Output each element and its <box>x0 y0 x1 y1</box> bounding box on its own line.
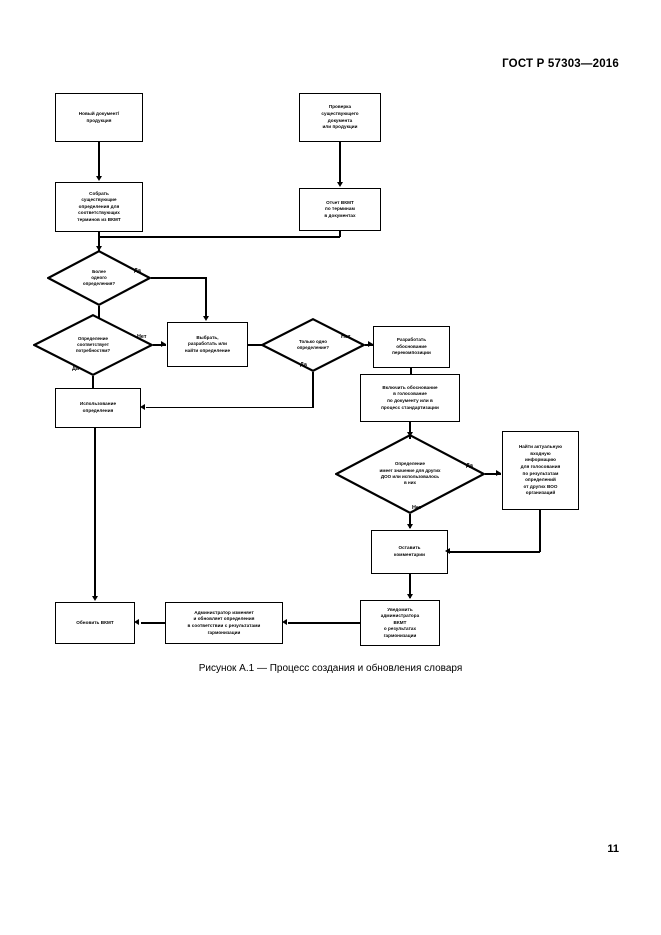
arrow-head <box>161 341 166 347</box>
arrow-head <box>406 432 413 437</box>
arrow-head <box>445 548 450 554</box>
edge-onlyone-yes-left <box>146 406 313 409</box>
decision-diamond-icon <box>335 434 485 514</box>
node-label: Новый документ/продукция <box>78 110 120 123</box>
edge-collect-to-decision <box>98 232 100 251</box>
edge-label-only-one-yes: Да <box>300 362 307 368</box>
node-update-vkmt: Обновить ВКМТ <box>55 602 135 644</box>
edge-include-to-relevant <box>409 422 411 439</box>
edge-label-more-than-one-yes: Да <box>134 268 141 274</box>
edge-suitable-no-right <box>153 344 166 346</box>
arrow-head <box>336 182 343 187</box>
edge-develop-to-include <box>410 368 412 375</box>
arrow-head <box>91 596 98 601</box>
edge-label-only-one-no: Нет <box>341 334 351 340</box>
standard-header: ГОСТ Р 57303—2016 <box>502 58 619 70</box>
decision-diamond-icon <box>47 250 151 306</box>
arrow-head <box>95 246 102 251</box>
edge-label-def-suitable-no: Нет <box>137 334 147 340</box>
node-label: Обновить ВКМТ <box>76 619 114 625</box>
edge-adminupdates-to-updatevkmt <box>141 622 166 624</box>
edge-suitable-yes-down <box>92 376 94 388</box>
edge-label-relevant-yes: Да <box>466 463 473 469</box>
edge-onlyone-yes-down <box>312 372 314 408</box>
edge-label-def-suitable-yes: Да <box>72 366 79 372</box>
edge-report-down-stub <box>339 231 341 237</box>
edge-more-yes-right <box>151 277 207 279</box>
arrow-head <box>368 341 373 347</box>
edge-new-doc-to-collect <box>98 142 100 177</box>
edge-check-to-report <box>339 142 341 183</box>
edge-findinput-left <box>450 551 540 553</box>
arrow-head <box>282 619 287 625</box>
decision-diamond-icon <box>261 318 365 372</box>
edge-use-to-updatevkmt <box>94 428 96 598</box>
arrow-head <box>406 524 413 529</box>
page-number: 11 <box>607 843 619 855</box>
arrow-head <box>134 619 139 625</box>
edge-relevant-no-down <box>409 514 411 528</box>
figure-caption: Рисунок А.1 — Процесс создания и обновле… <box>198 663 463 674</box>
node-new-document: Новый документ/продукция <box>55 93 143 142</box>
edge-more-to-suitable <box>98 306 100 318</box>
edge-collect-to-report-column <box>98 236 340 238</box>
edge-more-yes-down <box>205 277 207 317</box>
edge-select-to-onlyone <box>248 344 262 346</box>
arrow-head <box>406 594 413 599</box>
edge-notify-to-adminupdates <box>288 622 361 624</box>
arrow-head <box>496 470 501 476</box>
edge-label-relevant-no: Нет <box>412 505 422 511</box>
edge-relevant-yes-right <box>485 473 501 475</box>
arrow-head <box>203 316 209 321</box>
edge-findinput-down <box>539 510 541 552</box>
arrow-head <box>95 176 102 181</box>
arrow-head <box>140 404 145 410</box>
edge-comments-to-notify <box>409 574 411 598</box>
decision-diamond-icon <box>33 314 153 376</box>
